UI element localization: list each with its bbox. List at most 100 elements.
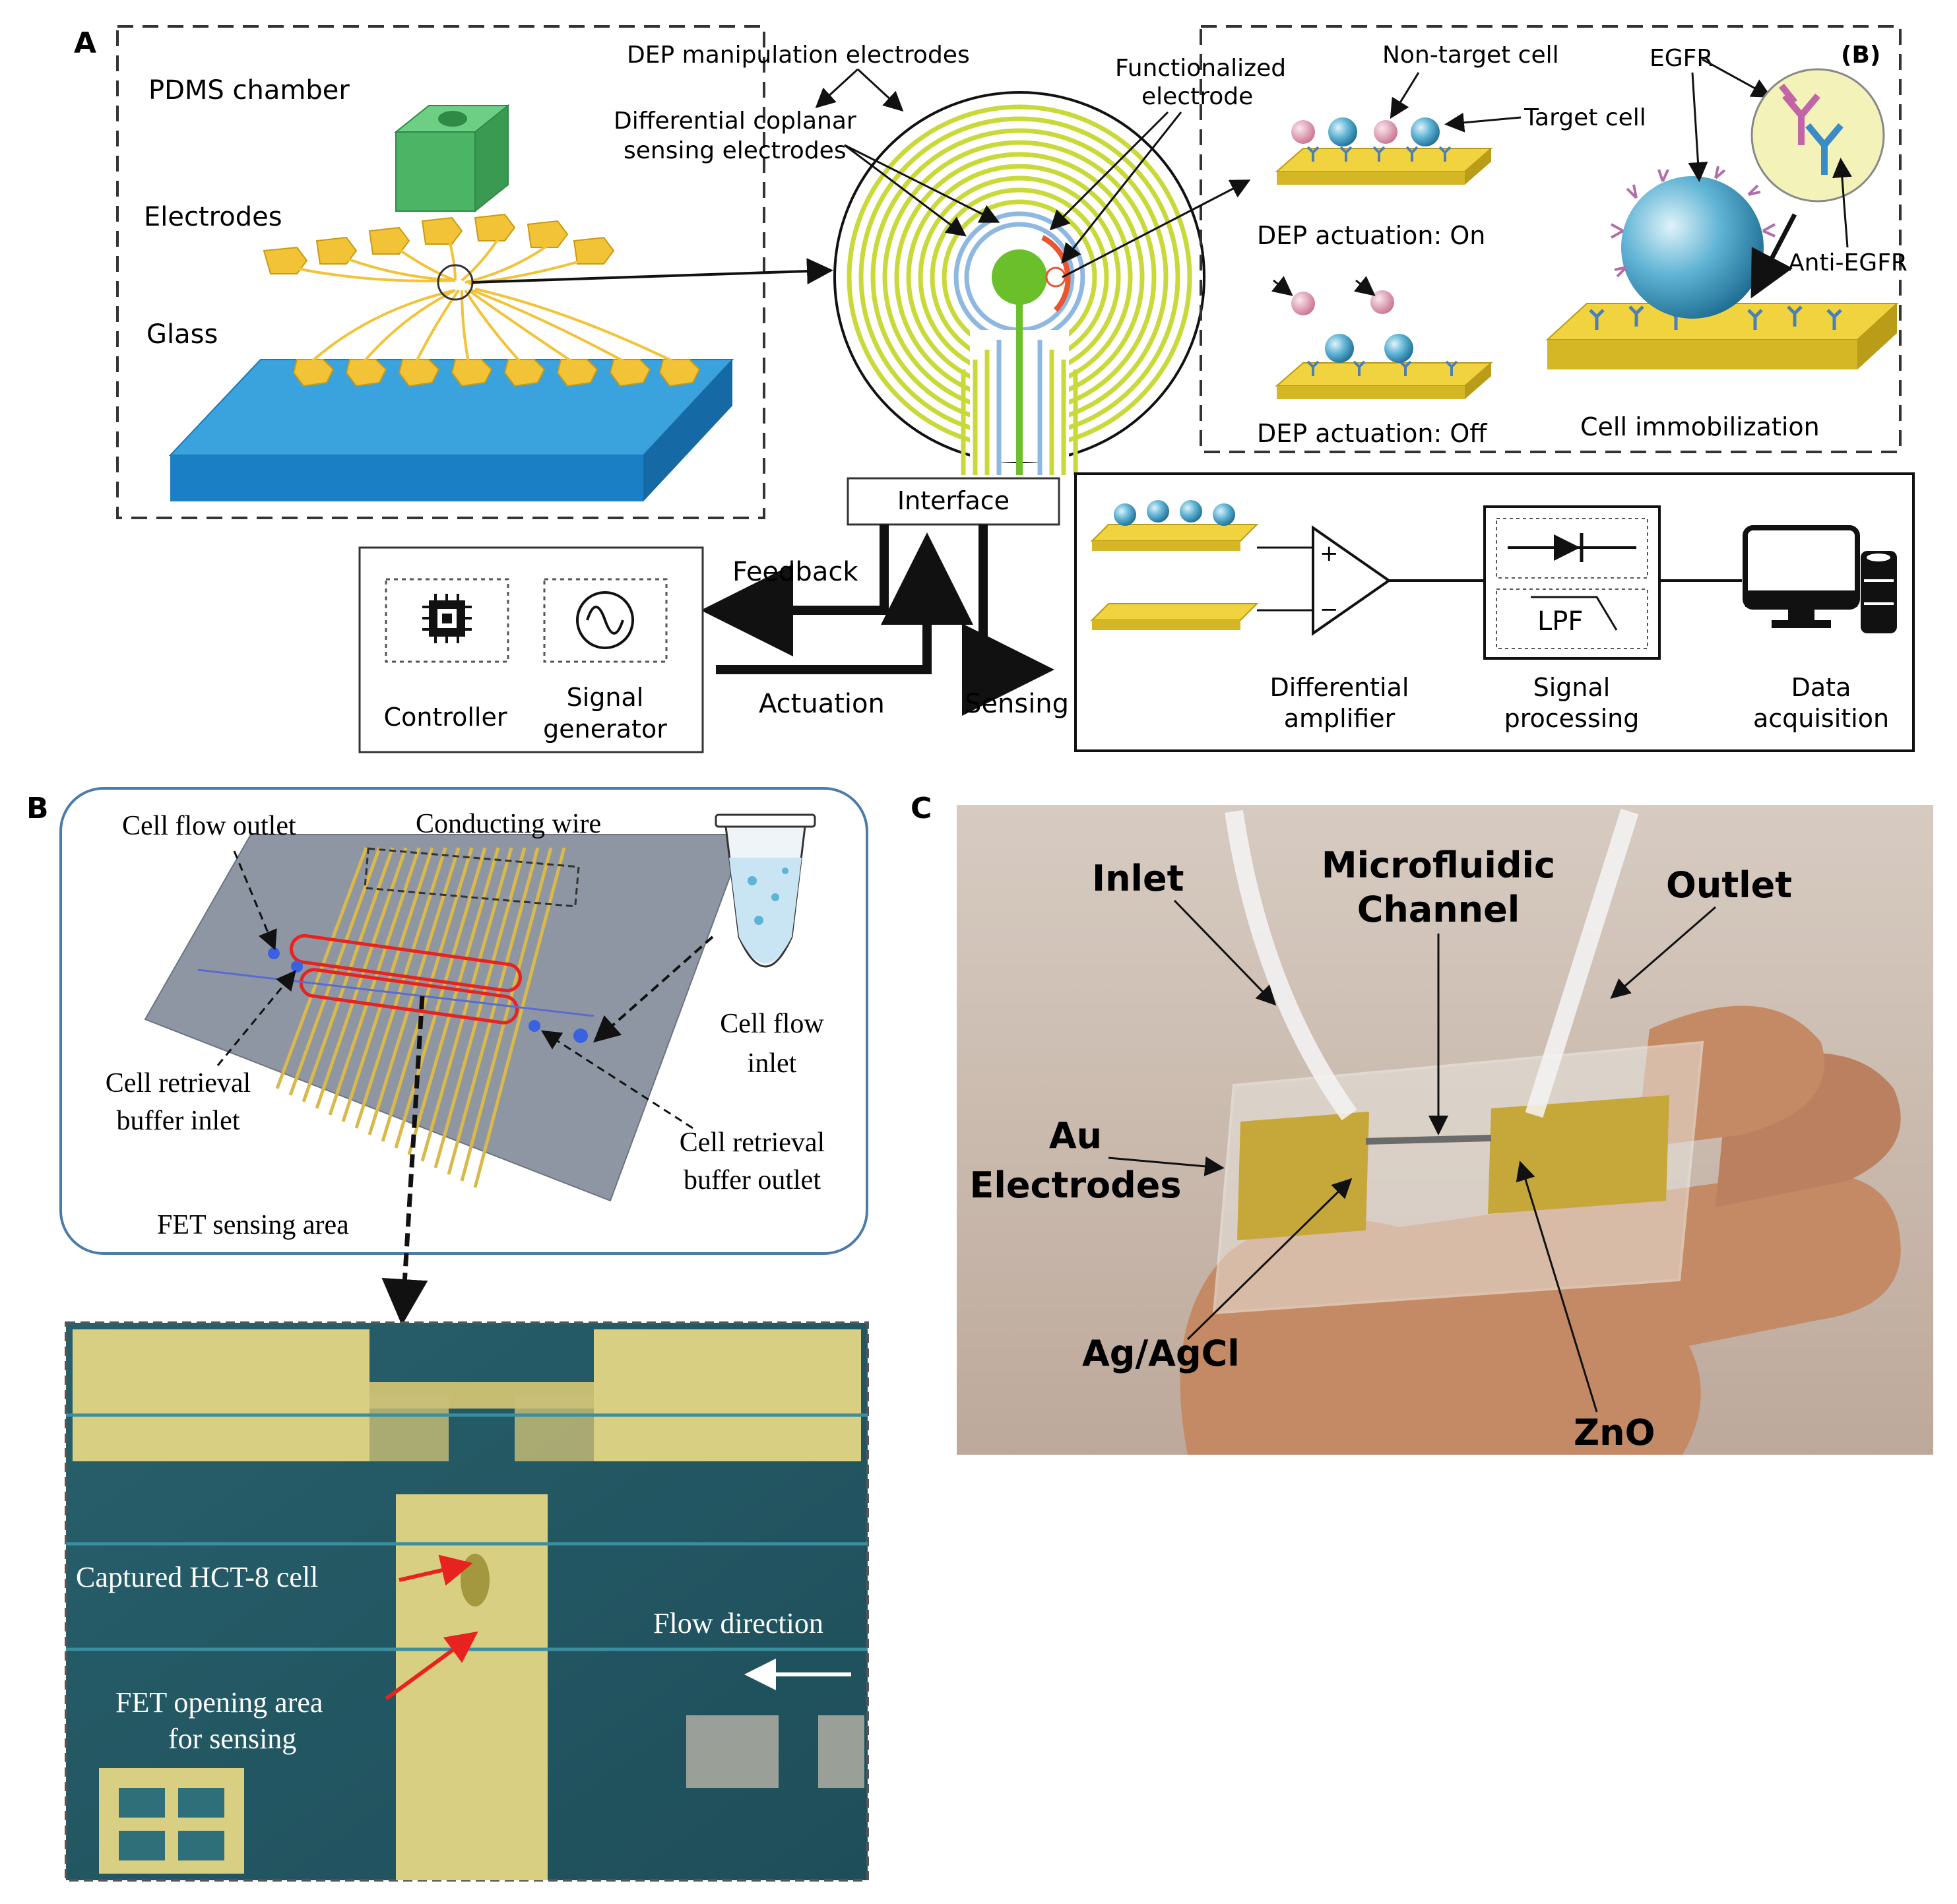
arrow-dep-1 xyxy=(815,68,859,109)
arrow-functionalized-2 xyxy=(1061,111,1182,264)
label-non-target-cell: Non-target cell xyxy=(1382,42,1559,69)
arrow-coplanar-2 xyxy=(844,144,1000,223)
device-photo xyxy=(957,805,1933,1455)
label-diff-amp-1: Differential xyxy=(1270,673,1409,702)
label-sig-proc-1: Signal xyxy=(1533,673,1611,702)
label-sig-proc-2: processing xyxy=(1504,704,1640,733)
diff-amp-icon xyxy=(1312,525,1392,636)
controller-icon-frame xyxy=(385,578,509,663)
label-functionalized-2: electrode xyxy=(1141,83,1253,110)
arrow-fet-opening xyxy=(385,1631,478,1701)
label-pdms-chamber: PDMS chamber xyxy=(148,75,350,106)
panel-label-c: C xyxy=(911,792,932,825)
label-captured-cell: Captured HCT-8 cell xyxy=(76,1561,318,1593)
sensing-plates xyxy=(1090,500,1259,630)
antibody-inset xyxy=(1750,68,1885,203)
label-feedback: Feedback xyxy=(732,557,858,587)
arrow-actuation xyxy=(716,532,973,674)
arrow-outlet xyxy=(1610,906,1716,999)
dep-off-plate xyxy=(1271,276,1493,399)
label-electrodes: Electrodes xyxy=(144,202,282,232)
signal-gen-icon-frame xyxy=(543,578,668,663)
arrow-zno xyxy=(1516,1160,1598,1412)
label-microfluidic-1: Microfluidic xyxy=(1322,844,1555,886)
lpf-frame xyxy=(1496,588,1648,649)
micrograph xyxy=(65,1321,869,1882)
arrow-target-cell xyxy=(1444,112,1522,133)
arrow-dep-2 xyxy=(856,68,904,112)
arrow-retrieval-inlet xyxy=(216,970,296,1066)
amp-minus: − xyxy=(1320,596,1339,623)
electrode-pads xyxy=(263,213,701,387)
diode-icon xyxy=(1508,533,1636,562)
arrow-anti-egfr xyxy=(1832,158,1852,248)
conducting-wire-dashed-box xyxy=(364,847,580,908)
label-fet-sensing-area: FET sensing area xyxy=(157,1210,349,1240)
label-dep-on: DEP actuation: On xyxy=(1257,221,1485,250)
label-outlet: Outlet xyxy=(1666,864,1792,906)
microchannels xyxy=(197,934,594,1025)
label-controller: Controller xyxy=(384,703,507,732)
label-au-2: Electrodes xyxy=(970,1164,1182,1206)
computer-icon xyxy=(1743,525,1860,628)
label-retrieval-outlet-1: Cell retrieval xyxy=(680,1127,825,1158)
label-signal-gen-1: Signal xyxy=(567,683,644,712)
label-sensing: Sensing xyxy=(965,689,1069,719)
label-fet-opening-2: for sensing xyxy=(168,1723,296,1755)
arrow-non-target xyxy=(1390,72,1420,119)
arrow-egfr xyxy=(1688,72,1708,182)
label-target-cell: Target cell xyxy=(1524,104,1646,131)
label-diff-coplanar-2: sensing electrodes xyxy=(624,137,847,164)
label-conducting-wire: Conducting wire xyxy=(416,809,601,839)
dep-on-plate xyxy=(1275,117,1493,185)
arrow-agagcl xyxy=(1186,1178,1353,1341)
pdms-cube xyxy=(394,104,510,213)
chip-icon xyxy=(422,594,472,643)
label-diff-amp-2: amplifier xyxy=(1284,704,1396,733)
label-data-acq-2: acquisition xyxy=(1753,704,1889,733)
arrow-coplanar-1 xyxy=(844,144,967,237)
arrow-au xyxy=(1108,1156,1225,1176)
arrow-functionalized-1 xyxy=(1049,111,1169,231)
panel-a: A xyxy=(74,25,1915,753)
lpf-curve xyxy=(1531,596,1618,631)
inset-label-b: (B) xyxy=(1841,42,1880,69)
controller-box xyxy=(358,546,704,753)
panel-label-a: A xyxy=(74,26,96,60)
label-cell-flow-inlet-1: Cell flow xyxy=(720,1009,824,1039)
label-retrieval-inlet-1: Cell retrieval xyxy=(106,1068,251,1098)
arrow-fet-zoom xyxy=(381,996,428,1325)
lpf-label: LPF xyxy=(1537,606,1583,637)
database-icon xyxy=(1861,551,1897,633)
arrow-sensing xyxy=(962,524,1054,716)
label-retrieval-inlet-2: buffer inlet xyxy=(117,1106,240,1136)
label-flow-direction: Flow direction xyxy=(653,1607,823,1639)
arrow-from-tube xyxy=(593,936,714,1043)
label-interface: Interface xyxy=(897,486,1010,515)
circular-electrode-array xyxy=(833,91,1205,475)
label-au-1: Au xyxy=(1049,1115,1102,1157)
electrode-traces xyxy=(290,233,677,364)
label-agagcl: Ag/AgCl xyxy=(1082,1333,1240,1374)
label-fet-opening-1: FET opening area xyxy=(115,1686,323,1719)
label-signal-gen-2: generator xyxy=(543,714,667,744)
arrow-captured-cell xyxy=(399,1554,473,1586)
panel-label-b: B xyxy=(26,792,49,825)
arrow-egfr-inset xyxy=(1702,58,1772,98)
arrow-retrieval-outlet xyxy=(540,1030,693,1129)
panel-c: C Inlet Microfluidic Channel Outlet Au E… xyxy=(911,792,1933,1455)
arrow-inlet xyxy=(1173,899,1277,1006)
label-zno: ZnO xyxy=(1574,1412,1655,1453)
eppendorf-tube xyxy=(715,813,816,968)
label-data-acq-1: Data xyxy=(1791,673,1851,702)
arrow-chip-to-electrode xyxy=(472,258,833,285)
cell-immobilization-graphic xyxy=(1545,166,1899,369)
label-cell-immobilization: Cell immobilization xyxy=(1580,412,1820,441)
diode-frame xyxy=(1496,518,1648,579)
dep-dashed-box xyxy=(1200,25,1902,453)
arrow-to-dep-on xyxy=(1062,179,1251,278)
label-cell-flow-outlet: Cell flow outlet xyxy=(122,811,296,841)
interface-box xyxy=(847,477,1060,526)
label-microfluidic-2: Channel xyxy=(1357,889,1520,930)
sine-wave-icon xyxy=(576,591,634,649)
